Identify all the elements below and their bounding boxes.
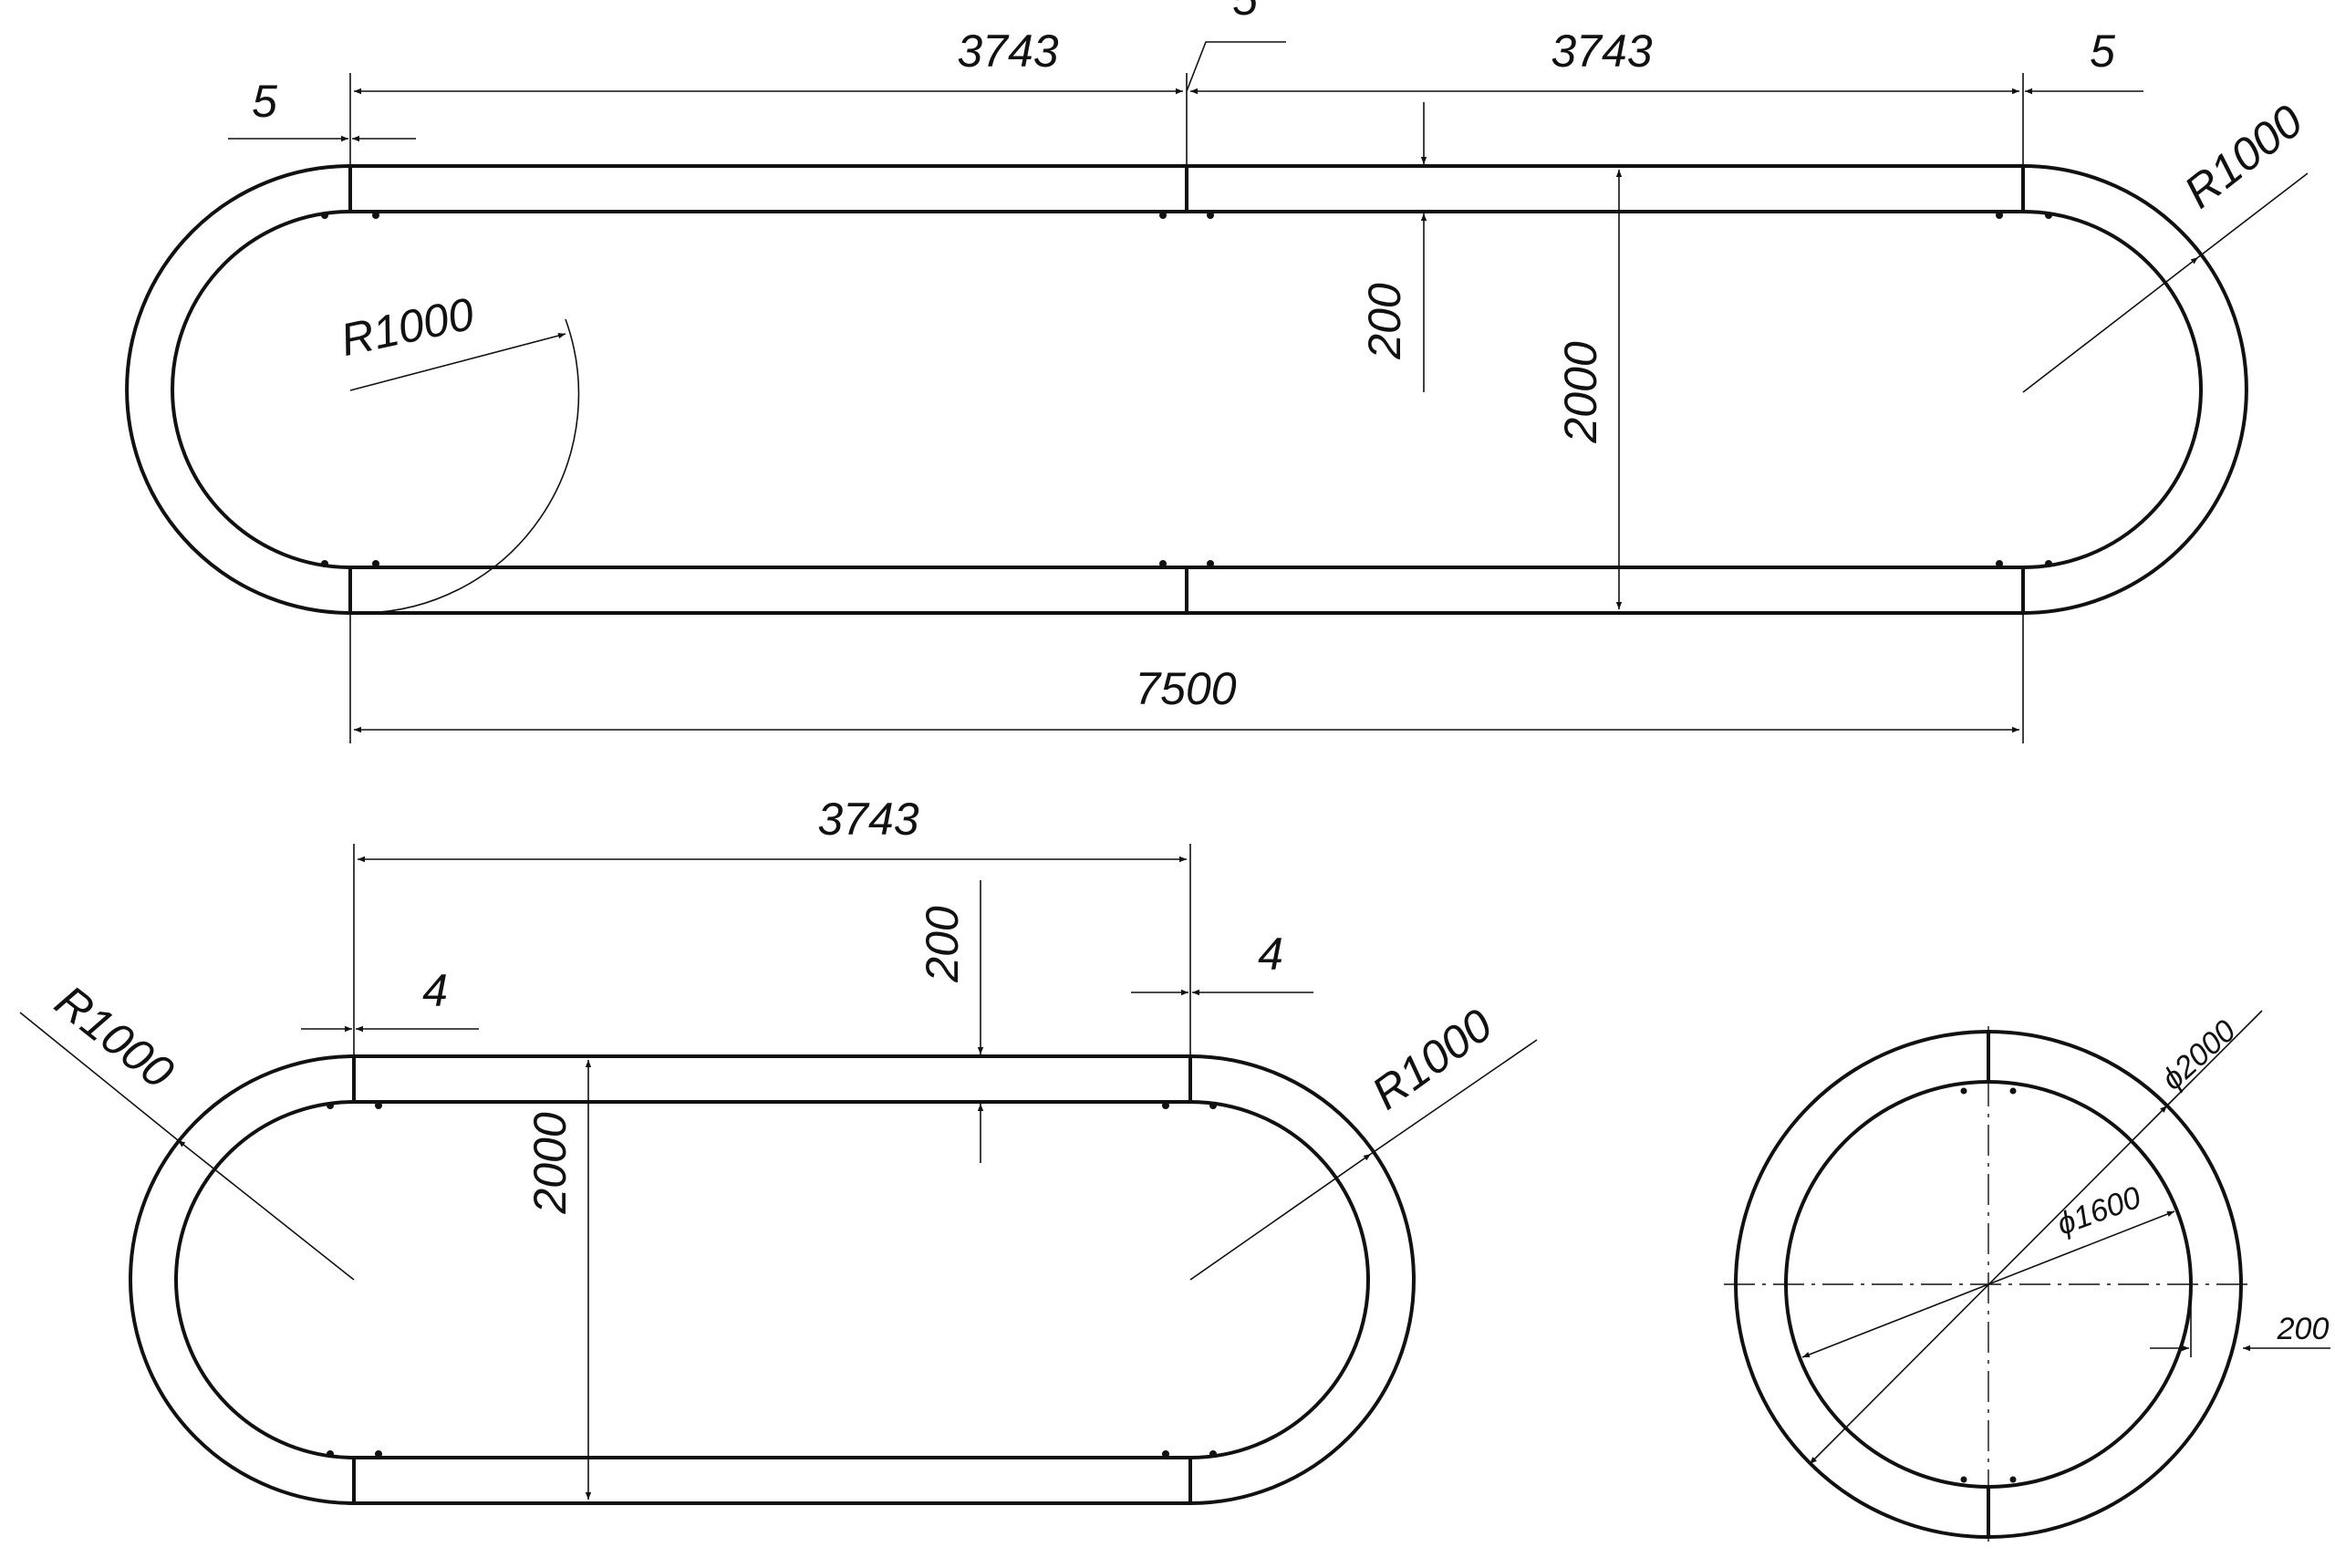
dim-circle-inner-dia (1801, 1210, 2175, 1358)
top-view: 3743 3743 5 5 5 200 2000 R1000 R1000 750… (125, 0, 2312, 743)
dim-top-gap-right-text: 5 (2090, 26, 2115, 77)
circle-view: ϕ2000 ϕ1600 200 (1724, 1010, 2330, 1542)
bottom-right-inner-arc (1189, 1100, 1370, 1459)
dim-bottom-radius-left-text: R1000 (46, 975, 183, 1098)
bottom-left-inner-arc (174, 1100, 355, 1459)
top-right-inner-arc (2022, 210, 2203, 569)
dim-top-radius-left-text: R1000 (337, 288, 479, 366)
dim-top-thickness-text: 200 (1359, 283, 1410, 360)
dim-circle-thickness-text: 200 (2277, 1312, 2330, 1346)
dim-circle-outer-dia-text: ϕ2000 (2155, 1013, 2243, 1097)
dim-top-height-text: 2000 (1555, 341, 1606, 443)
bottom-right-outer-arc (1189, 1054, 1416, 1505)
bottom-view: 3743 4 4 200 2000 R1000 R1000 (19, 794, 1538, 1505)
dim-bottom-height-text: 2000 (524, 1112, 576, 1214)
dim-bottom-gap-left-text: 4 (422, 965, 448, 1016)
dim-top-gap-left-text: 5 (252, 76, 277, 127)
bottom-bolt-holes (327, 1102, 1217, 1458)
dim-bottom-radius-right-text: R1000 (1363, 999, 1501, 1119)
dim-bottom-thickness-text: 200 (917, 906, 968, 983)
top-left-outer-arc (125, 164, 351, 615)
dim-top-gap-mid-text: 5 (1232, 0, 1258, 25)
top-bolt-holes (321, 212, 2052, 567)
dim-top-total-text: 7500 (1135, 663, 1236, 714)
dim-circle-inner-dia-text: ϕ1600 (2052, 1180, 2145, 1242)
dim-bottom-seg-text: 3743 (817, 794, 918, 845)
top-left-inner-arc (171, 210, 351, 569)
dim-top-gap-mid-leader (1186, 41, 1286, 92)
dim-top-seg-left-text: 3743 (957, 26, 1058, 77)
top-right-outer-arc (2022, 164, 2248, 615)
dim-top-seg-right-text: 3743 (1551, 26, 1652, 77)
bottom-left-outer-arc (129, 1054, 355, 1505)
dim-top-radius-right-text: R1000 (2174, 95, 2312, 218)
dim-bottom-gap-right-text: 4 (1258, 929, 1283, 980)
circle-bolt-holes (1960, 1087, 2017, 1483)
